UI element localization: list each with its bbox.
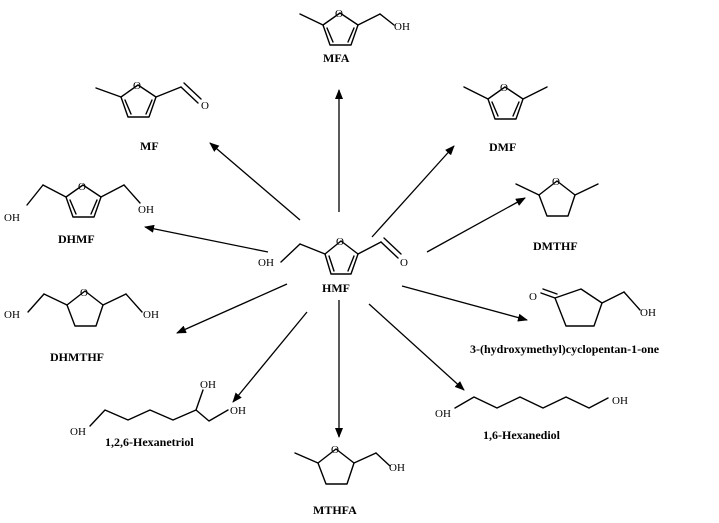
hexanetriol-hydroxyl-c1: OH [230,405,246,417]
dmf-structure: O DMF [463,82,548,154]
mf-aldehyde-oxygen: O [201,100,209,112]
arrow-to-hexanediol [368,303,465,391]
hexanediol-structure: OH OH 1,6-Hexanediol [435,395,628,442]
mfa-hydroxyl: OH [394,21,410,33]
arrow-to-dmf [371,145,455,238]
arrow-to-dhmf [144,224,269,253]
mf-structure: O O MF [95,80,209,153]
arrow-to-dhmthf [176,283,288,334]
dhmthf-ring-oxygen: O [80,287,88,299]
cyclopentanone-hydroxyl: OH [640,307,656,319]
dmthf-structure: O DMTHF [515,176,599,253]
hexanediol-label: 1,6-Hexanediol [483,428,561,442]
dhmf-label: DHMF [58,232,95,246]
dhmthf-label: DHMTHF [50,350,104,364]
mfa-ring-oxygen: O [335,8,343,20]
hmf-aldehyde-oxygen: O [400,257,408,269]
dhmf-hydroxyl-left: OH [4,212,20,224]
dhmthf-hydroxyl-left: OH [4,309,20,321]
dhmthf-hydroxyl-right: OH [143,309,159,321]
mthfa-structure: O OH MTHFA [294,444,405,517]
mthfa-ring-oxygen: O [331,444,339,456]
hexanetriol-hydroxyl-c6: OH [70,426,86,438]
hexanetriol-label: 1,2,6-Hexanetriol [105,435,194,449]
dhmf-hydroxyl-right: OH [138,204,154,216]
hexanetriol-hydroxyl-c2: OH [200,379,216,391]
hydroxymethyl-cyclopentanone-label: 3-(hydroxymethyl)cyclopentan-1-one [470,342,660,356]
arrow-to-hydroxymethyl-cyclopentanone [401,285,528,322]
mfa-structure: O OH MFA [299,8,410,65]
hydroxymethyl-cyclopentanone-structure: O OH 3-(hydroxymethyl)cyclopentan-1-one [470,288,660,356]
hexanetriol-structure: OH OH OH 1,2,6-Hexanetriol [70,379,246,449]
mthfa-label: MTHFA [313,503,357,517]
dhmthf-structure: O OH OH DHMTHF [4,287,159,364]
dhmf-structure: O OH OH DHMF [4,181,154,246]
cyclopentanone-carbonyl-oxygen: O [529,291,537,303]
mf-ring-oxygen: O [133,80,141,92]
arrow-to-hexanetriol [232,311,308,403]
dmf-label: DMF [489,140,516,154]
hexanediol-hydroxyl-left: OH [435,408,451,420]
hexanediol-hydroxyl-right: OH [612,395,628,407]
dhmf-ring-oxygen: O [78,181,86,193]
mthfa-hydroxyl: OH [389,462,405,474]
hmf-structure: O OH O HMF [258,236,408,295]
hmf-ring-oxygen: O [336,236,344,248]
hmf-label: HMF [322,281,350,295]
dmf-ring-oxygen: O [500,82,508,94]
mfa-label: MFA [323,51,350,65]
arrow-to-dmthf [426,197,526,253]
mf-label: MF [140,139,159,153]
dmthf-label: DMTHF [533,239,578,253]
arrow-to-mf [209,142,301,221]
dmthf-ring-oxygen: O [552,176,560,188]
reaction-arrows [144,89,528,438]
hmf-hydroxyl: OH [258,257,274,269]
